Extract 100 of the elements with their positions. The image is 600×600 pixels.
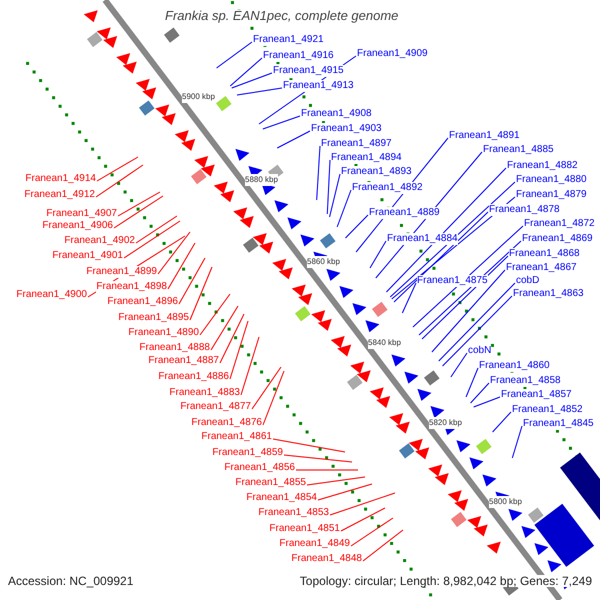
gene-label: Franean1_4853 [258, 507, 329, 519]
scale-label: 5880 kbp [245, 174, 278, 186]
gene-label: Franean1_4882 [507, 160, 578, 172]
gene-label: Franean1_4877 [180, 401, 251, 413]
gene-label: Franean1_4855 [235, 477, 306, 489]
gene-label: Franean1_4892 [352, 182, 423, 194]
gene-label: Franean1_4896 [107, 296, 178, 308]
gene-label: Franean1_4875 [417, 275, 488, 287]
leader-line [316, 146, 320, 200]
gene-label: Franean1_4880 [516, 174, 587, 186]
leader-line [168, 242, 196, 290]
gene-label: Franean1_4854 [246, 492, 317, 504]
scale-label: 5860 kbp [307, 256, 340, 268]
gene-label: Franean1_4902 [64, 235, 135, 247]
leader-line [344, 214, 368, 238]
scale-label: 5900 kbp [182, 91, 215, 103]
gene-label: Franean1_4912 [24, 189, 95, 201]
leader-line [370, 240, 386, 268]
leader-line [330, 492, 396, 516]
scale-label: 5840 kbp [368, 337, 401, 349]
gene-label: Franean1_4852 [512, 404, 583, 416]
gene-label: Franean1_4845 [523, 418, 594, 430]
gene-label: Franean1_4878 [489, 204, 560, 216]
leader-line [200, 294, 230, 336]
leader-line [252, 366, 282, 410]
gene-label: Franean1_4915 [273, 65, 344, 77]
leader-line [216, 42, 252, 68]
leader-line [262, 370, 284, 426]
leader-line [450, 352, 468, 378]
gene-label: Franean1_4879 [516, 189, 587, 201]
gene-label: Franean1_4851 [269, 523, 340, 535]
leader-line [190, 266, 212, 320]
leader-line [391, 196, 516, 300]
gene-label: Franean1_4903 [311, 123, 382, 135]
scale-label: 5820 kbp [429, 417, 462, 429]
leader-line [340, 508, 386, 532]
leader-line [136, 216, 178, 244]
leader-line [473, 396, 500, 408]
leader-line [220, 314, 244, 364]
leader-line [96, 156, 138, 182]
gene-label: Franean1_4888 [139, 342, 210, 354]
gene-label: Franean1_4872 [524, 218, 595, 230]
leader-line [210, 306, 238, 350]
leader-line [240, 336, 260, 396]
leader-line [390, 182, 516, 298]
leader-line [230, 320, 248, 380]
title: Frankia sp. EAN1pec, complete genome [165, 10, 398, 22]
leader-line [466, 368, 478, 398]
leader-line [178, 258, 206, 304]
leader-line [230, 58, 262, 86]
genome-info-text: Topology: circular; Length: 8,982,042 bp; Genes: 7,249 [300, 575, 592, 587]
leader-line [262, 116, 300, 130]
leader-line [114, 196, 164, 228]
leader-line [470, 382, 490, 404]
gene-label: Franean1_4856 [224, 462, 295, 474]
leader-line [276, 130, 310, 148]
leader-line [492, 412, 512, 432]
leader-line [318, 484, 372, 500]
gene-label: Franean1_4894 [331, 152, 402, 164]
gene-label: Franean1_4900 [16, 289, 87, 301]
gene-label: Franean1_4906 [42, 220, 113, 232]
leader-line [431, 270, 506, 352]
leader-line [394, 212, 488, 302]
gene-label: Franean1_4889 [369, 207, 440, 219]
gene-label: Franean1_4876 [191, 417, 262, 429]
leader-line [158, 232, 190, 274]
gene-label: Franean1_4907 [46, 208, 117, 220]
gene-label: Franean1_4897 [321, 138, 392, 150]
gene-label: Franean1_4887 [148, 355, 219, 367]
leader-line [402, 282, 416, 314]
leader-line [362, 530, 404, 562]
leader-line [284, 454, 352, 462]
gene-label: Franean1_4908 [301, 108, 372, 120]
gene-label: Franean1_4909 [357, 48, 428, 60]
leader-line [336, 190, 352, 228]
leader-line [118, 192, 160, 216]
gene-label: Franean1_4895 [118, 312, 189, 324]
gene-label: Franean1_4868 [509, 248, 580, 260]
gene-label: Franean1_4869 [522, 233, 593, 245]
leader-line [412, 226, 524, 328]
gene-label: Franean1_4913 [283, 80, 354, 92]
leader-line [422, 256, 508, 340]
leader-line [272, 438, 346, 452]
gene-label: Franean1_4848 [291, 553, 362, 565]
gene-label: Franean1_4886 [158, 371, 229, 383]
gene-label: Franean1_4858 [490, 375, 561, 387]
gene-label: Franean1_4898 [96, 281, 167, 293]
gene-label: Franean1_4884 [387, 233, 458, 245]
gene-label: Franean1_4885 [483, 144, 554, 156]
leader-line [96, 164, 144, 198]
accession-text: Accession: NC_009921 [8, 575, 134, 587]
gene-label: Franean1_4890 [128, 327, 199, 339]
gene-label: Franean1_4891 [449, 130, 520, 142]
leader-line [442, 296, 512, 366]
gene-label: Franean1_4916 [263, 50, 334, 62]
leader-line [512, 426, 522, 458]
gene-label: Franean1_4901 [52, 250, 123, 262]
gene-label: Franean1_4860 [479, 360, 550, 372]
gene-label: Franean1_4859 [212, 447, 283, 459]
leader-line [326, 160, 330, 214]
